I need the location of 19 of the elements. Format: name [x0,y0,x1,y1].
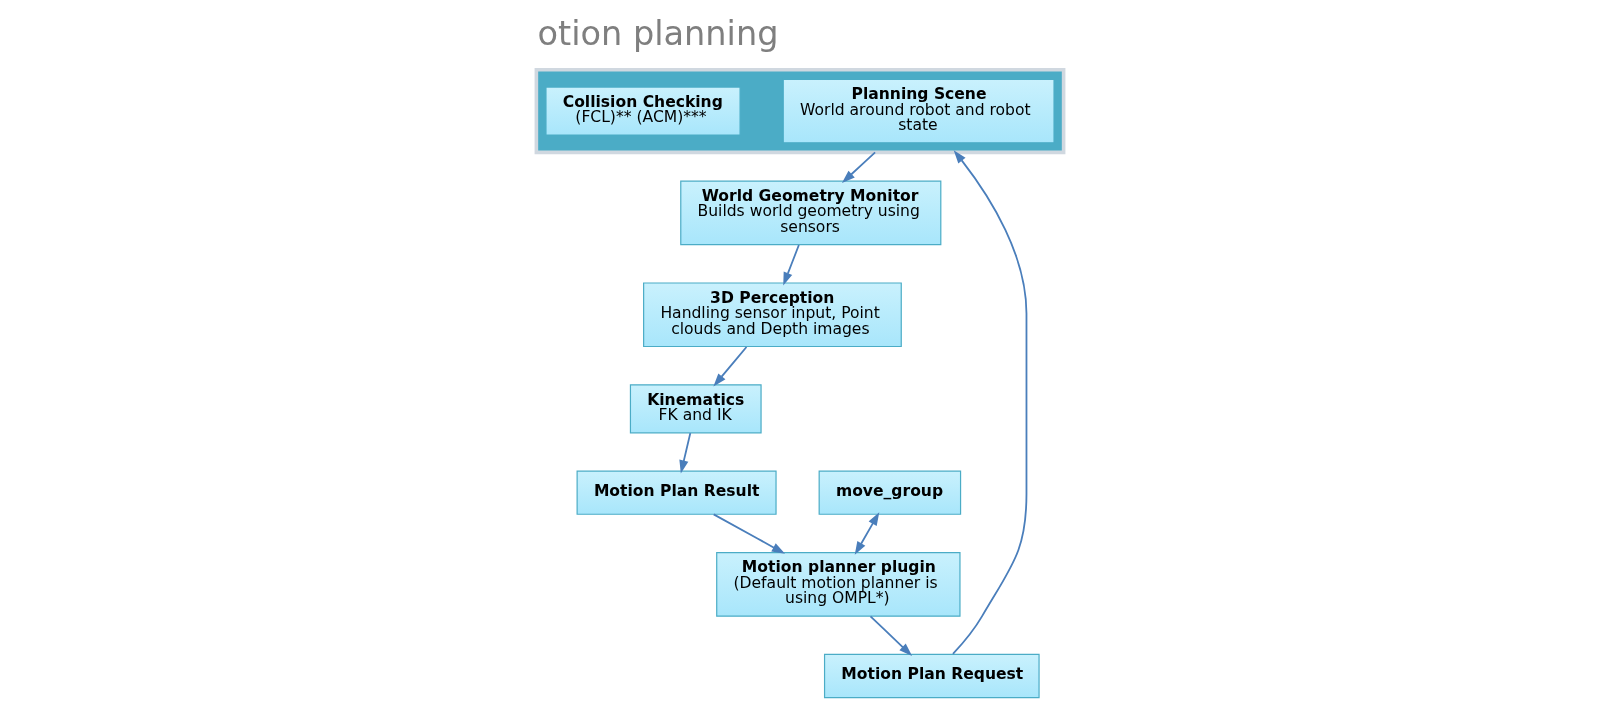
node-box: Kinematics FK and IK [629,384,762,434]
diagram-title: otion planning [536,14,779,54]
node-box: Collision Checking (FCL)** (ACM)*** [544,86,741,136]
node-box: World Geometry Monitor Builds world geometry using sensors [679,180,941,246]
node-box: move_group [818,470,961,515]
node-box: Motion Plan Result [576,470,777,515]
arrow [951,150,1027,655]
arrow [841,151,876,183]
arrow [678,432,691,474]
arrow [869,615,912,657]
arrow [712,346,747,387]
node-box: 3D Perception Handling sensor input, Point clouds and Depth images [642,282,902,348]
node-box: Motion planner plugin (Default motion planner is using OMPL*) [715,552,961,617]
node-box: Planning Scene World around robot and robot state [782,78,1055,144]
node-box: Motion Plan Request [823,653,1040,699]
arrow [854,512,879,555]
arrow [782,244,800,286]
arrow [712,513,785,554]
cluster [534,67,1065,155]
